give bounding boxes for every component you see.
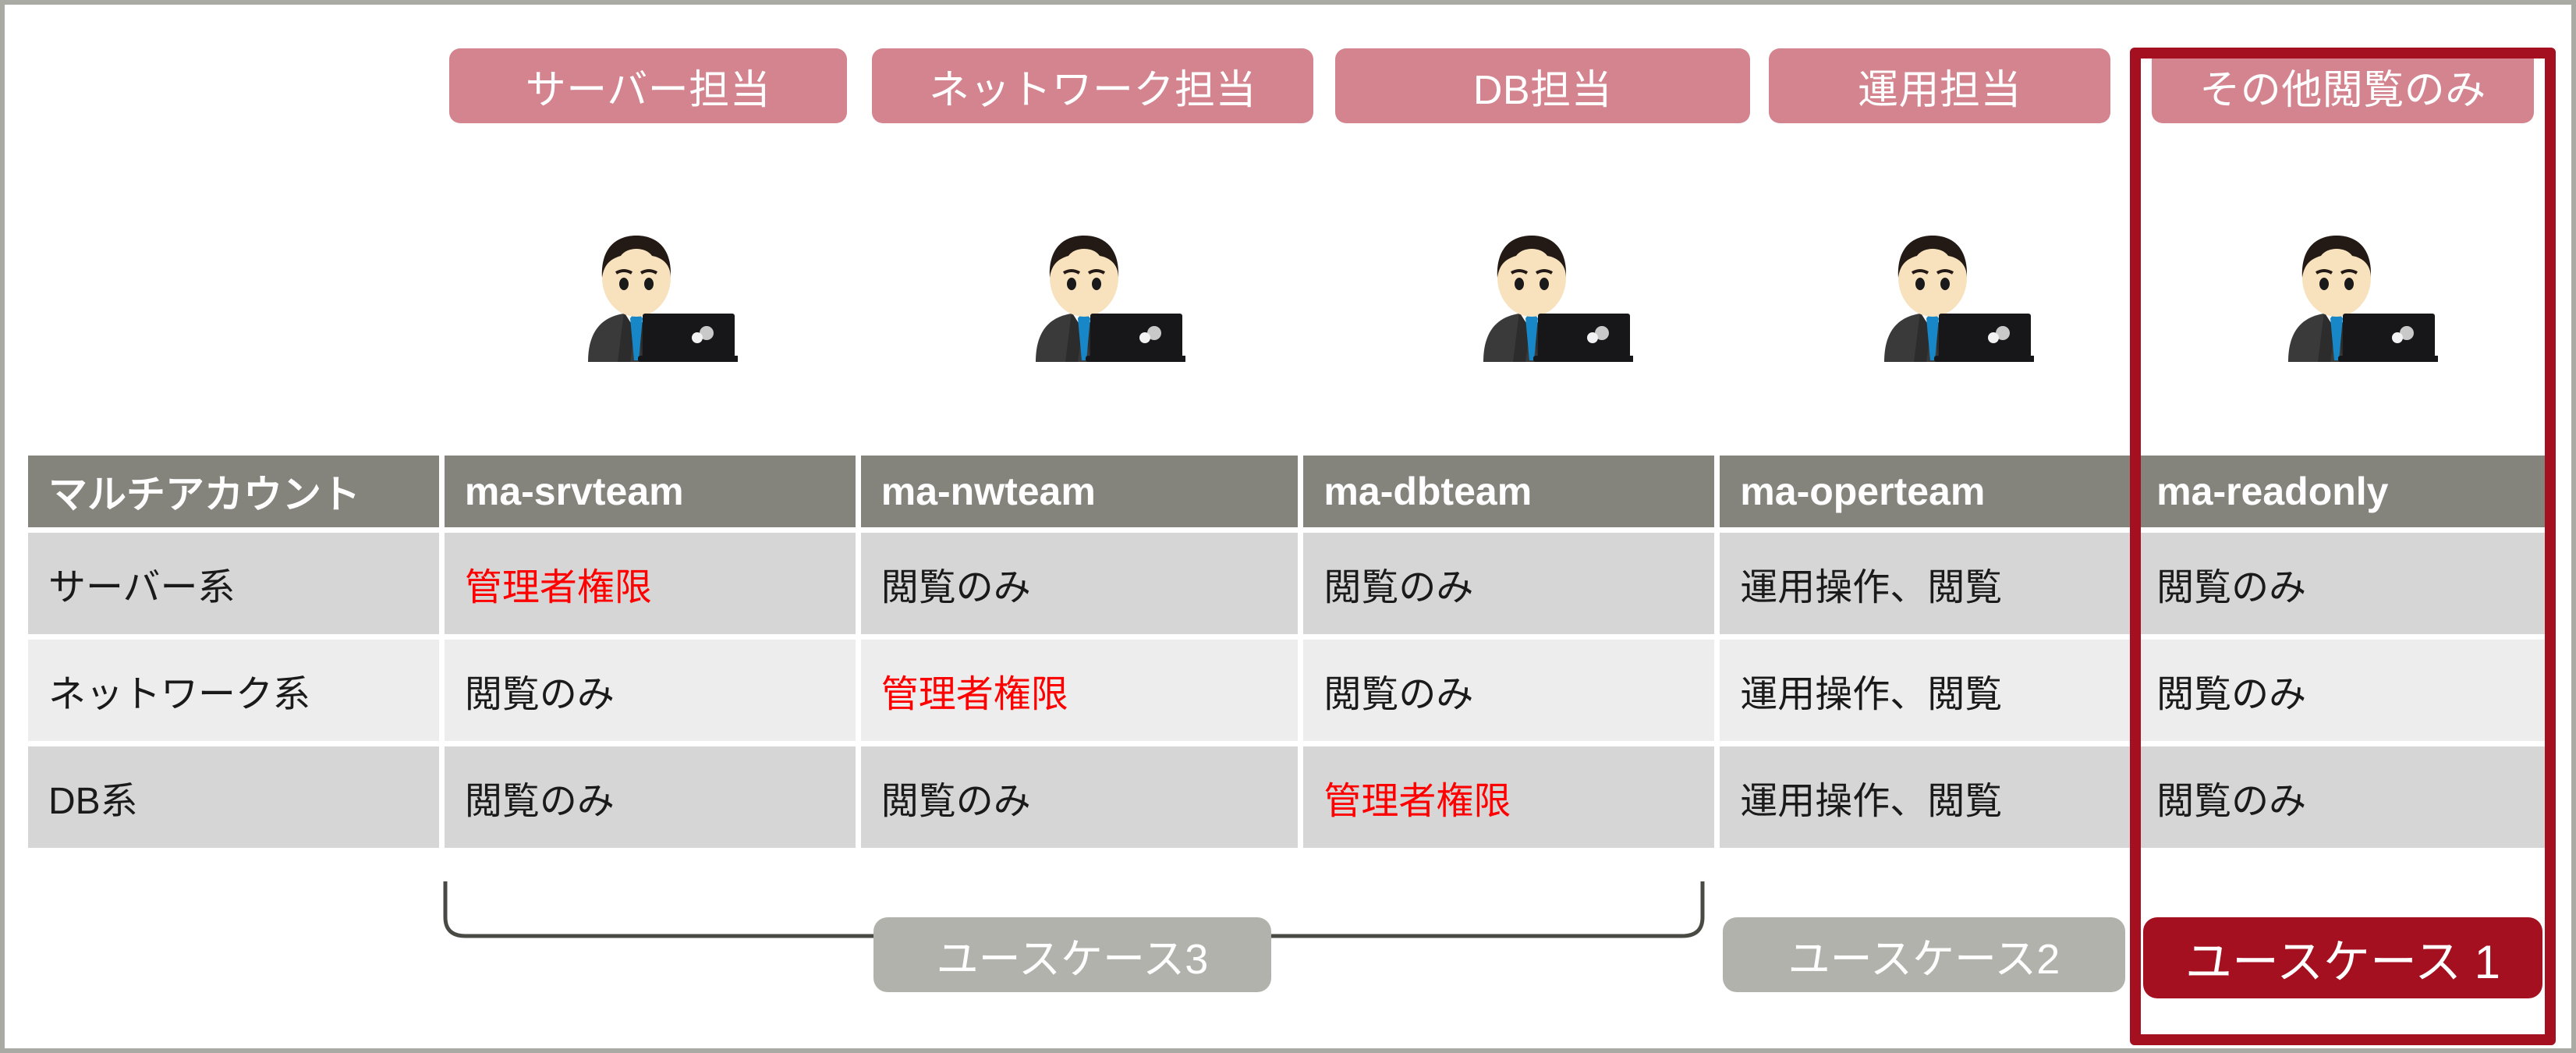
permission-cell: 管理者権限 [1303, 746, 1715, 848]
permission-cell: 閲覧のみ [1303, 640, 1715, 741]
role-chip-0[interactable]: サーバー担当 [449, 48, 847, 123]
table-row: ネットワーク系閲覧のみ管理者権限閲覧のみ運用操作、閲覧閲覧のみ [28, 640, 2555, 741]
column-header-4: ma-operteam [1720, 456, 2131, 527]
permission-cell: 管理者権限 [444, 533, 856, 634]
row-gap [28, 634, 2555, 640]
permission-cell: 閲覧のみ [444, 746, 856, 848]
person-laptop-icon-server [543, 229, 738, 362]
permission-cell: 運用操作、閲覧 [1720, 533, 2131, 634]
role-chip-4[interactable]: その他閲覧のみ [2152, 48, 2534, 123]
column-header-2: ma-nwteam [860, 456, 1299, 527]
column-header-1: ma-srvteam [444, 456, 856, 527]
usecase-pill-2[interactable]: ユースケース 1 [2143, 917, 2542, 998]
person-laptop-icon-ope [1839, 229, 2034, 362]
permission-cell: 閲覧のみ [860, 746, 1299, 848]
permission-cell: 閲覧のみ [2136, 533, 2555, 634]
permission-cell: 運用操作、閲覧 [1720, 640, 2131, 741]
role-chip-3[interactable]: 運用担当 [1769, 48, 2110, 123]
row-gap [28, 527, 2555, 533]
usecase-pill-1[interactable]: ユースケース2 [1723, 917, 2125, 992]
permission-cell: 運用操作、閲覧 [1720, 746, 2131, 848]
role-chip-1[interactable]: ネットワーク担当 [872, 48, 1313, 123]
table-row: サーバー系管理者権限閲覧のみ閲覧のみ運用操作、閲覧閲覧のみ [28, 533, 2555, 634]
permission-cell: 閲覧のみ [2136, 640, 2555, 741]
person-laptop-icon-readonly [2243, 229, 2438, 362]
person-laptop-icon-network [990, 229, 1185, 362]
permission-cell: 閲覧のみ [2136, 746, 2555, 848]
permission-cell: 管理者権限 [860, 640, 1299, 741]
person-laptop-icon-db [1438, 229, 1633, 362]
column-header-0: マルチアカウント [28, 456, 439, 527]
role-chip-2[interactable]: DB担当 [1335, 48, 1750, 123]
table-row: DB系閲覧のみ閲覧のみ管理者権限運用操作、閲覧閲覧のみ [28, 746, 2555, 848]
row-label: サーバー系 [28, 533, 439, 634]
row-gap [28, 741, 2555, 746]
column-header-5: ma-readonly [2136, 456, 2555, 527]
permission-cell: 閲覧のみ [444, 640, 856, 741]
row-label: DB系 [28, 746, 439, 848]
permission-cell: 閲覧のみ [860, 533, 1299, 634]
column-header-3: ma-dbteam [1303, 456, 1715, 527]
permission-cell: 閲覧のみ [1303, 533, 1715, 634]
row-label: ネットワーク系 [28, 640, 439, 741]
usecase-pill-0[interactable]: ユースケース3 [873, 917, 1271, 992]
